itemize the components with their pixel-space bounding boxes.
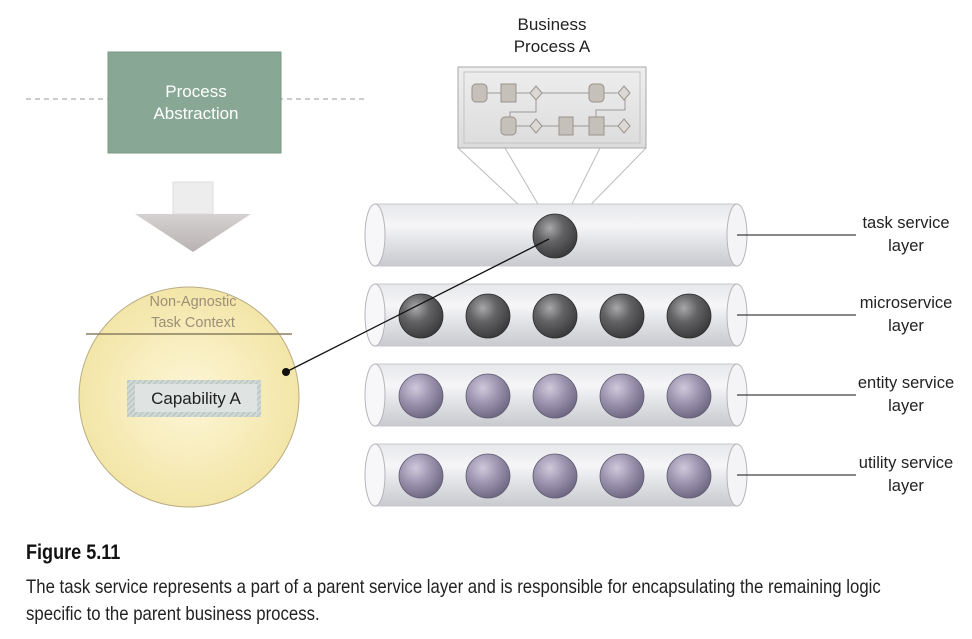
service-ball: [532, 373, 578, 419]
bp-step-icon: [471, 83, 488, 103]
service-ball: [398, 373, 444, 419]
business-process-line1: Business: [518, 15, 587, 34]
figure-title: Figure 5.11: [26, 541, 121, 564]
bp-gateway-icon: [617, 118, 631, 134]
bp-gateway-icon: [529, 85, 543, 101]
layer-label-line2: layer: [888, 397, 924, 415]
down-arrow-icon: [135, 181, 251, 252]
layer-label-line1: entity service: [858, 374, 954, 392]
process-abstraction-line2: Abstraction: [153, 104, 238, 123]
business-process-box: [457, 66, 647, 149]
process-abstraction-line1: Process: [165, 82, 226, 101]
service-layers: task servicelayermicroservicelayerentity…: [364, 203, 954, 507]
capability-label: Capability A: [151, 389, 241, 408]
bp-step-icon: [588, 83, 605, 103]
service-ball: [599, 453, 645, 499]
service-ball: [398, 293, 444, 339]
figure-caption: The task service represents a part of a …: [26, 576, 881, 625]
service-ball: [666, 453, 712, 499]
context-label-line2: Task Context: [151, 315, 235, 331]
service-ball: [532, 453, 578, 499]
layer-label-line2: layer: [888, 477, 924, 495]
service-ball: [599, 373, 645, 419]
service-ball: [532, 293, 578, 339]
capability-connector: [282, 238, 550, 376]
process-abstraction-box: Process Abstraction: [107, 51, 282, 154]
layer-label-line2: layer: [888, 317, 924, 335]
layer-pipe-2: microservice layer: [364, 283, 953, 347]
layer-label-line1: microservice: [860, 294, 953, 312]
service-ball: [465, 373, 511, 419]
service-ball: [398, 453, 444, 499]
bp-task-icon: [500, 83, 517, 103]
layer-pipe-3: entity service layer: [364, 363, 954, 427]
layer-label-line2: layer: [888, 237, 924, 255]
service-ball: [465, 453, 511, 499]
context-label-line1: Non-Agnostic: [149, 294, 236, 310]
bp-task-icon: [558, 116, 574, 136]
layer-label-line1: task service: [862, 214, 949, 232]
service-ball: [666, 293, 712, 339]
service-ball: [599, 293, 645, 339]
service-ball: [465, 293, 511, 339]
bp-gateway-icon: [529, 118, 543, 134]
layer-pipe-4: utility service layer: [364, 443, 953, 507]
capability-a-box: Capability A: [127, 380, 261, 417]
layer-pipe-1: task service layer: [364, 203, 950, 267]
service-ball: [532, 213, 578, 259]
layer-label-line1: utility service: [859, 454, 953, 472]
bp-task-icon: [588, 116, 605, 136]
bp-step-icon: [500, 116, 517, 136]
service-ball: [666, 373, 712, 419]
bp-gateway-icon: [617, 85, 631, 101]
business-process-line2: Process A: [514, 37, 591, 56]
